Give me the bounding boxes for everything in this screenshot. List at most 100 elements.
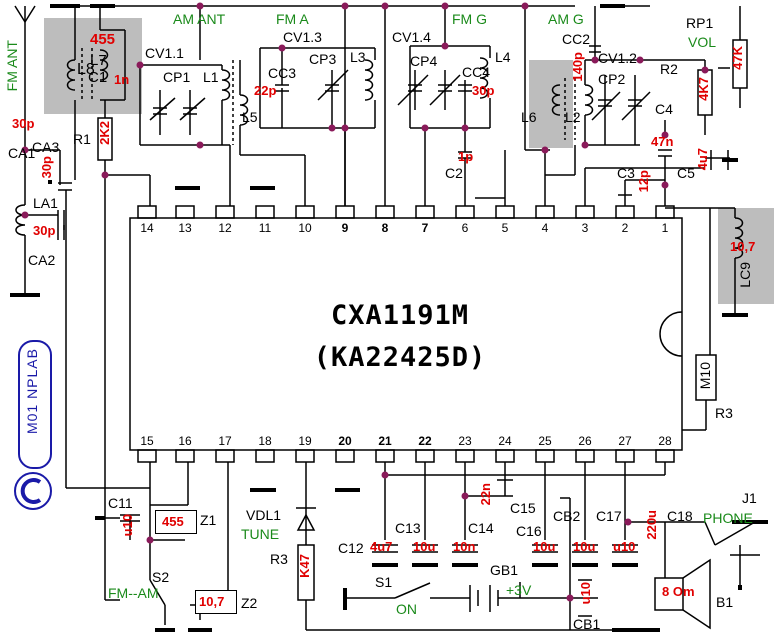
label-c18: C18 (667, 508, 693, 524)
label-vol: VOL (688, 34, 717, 50)
label-c17: C17 (596, 508, 622, 524)
pin-23: 23 (458, 434, 472, 448)
value-ca2-30p: 30p (33, 223, 56, 238)
z2-body (195, 590, 237, 614)
value-lc9-107: 10,7 (730, 239, 756, 254)
value-cb2-10u: 10u (573, 539, 596, 554)
pin-17: 17 (218, 434, 232, 448)
label-l3: L3 (350, 49, 366, 65)
value-c2-1p: 1p (458, 149, 474, 164)
value-r3-m10: M10 (697, 362, 713, 390)
label-l1: L1 (203, 69, 219, 85)
label-l5: L5 (242, 109, 258, 125)
value-c14-10n: 10n (453, 539, 476, 554)
pin-5: 5 (501, 221, 509, 235)
label-fm-ant: FM ANT (4, 40, 20, 92)
label-c15: C15 (510, 500, 536, 516)
label-cv13: CV1.3 (283, 29, 322, 45)
value-r2-4k7: 4K7 (696, 77, 711, 101)
label-r3-top: R3 (715, 405, 733, 421)
value-c17-u10: u10 (613, 539, 636, 554)
value-z2-107: 10,7 (199, 594, 225, 609)
value-c13-10u: 10u (413, 539, 436, 554)
label-c4: C4 (655, 101, 673, 117)
pin-4: 4 (541, 221, 549, 235)
label-cv14: CV1.4 (392, 29, 431, 45)
value-rp1-47k: 47K (730, 46, 745, 70)
value-c5-4u7: 4u7 (695, 148, 710, 171)
pin-10: 10 (298, 221, 312, 235)
label-r3-bottom: R3 (270, 551, 288, 567)
pin-2: 2 (621, 221, 629, 235)
value-l7-455: 455 (90, 31, 116, 48)
label-c13: C13 (395, 520, 421, 536)
pin-6: 6 (461, 221, 469, 235)
value-c16-10u: 10u (533, 539, 556, 554)
label-l2: L2 (565, 109, 581, 125)
ic-part-number: CXA1191M (330, 300, 470, 331)
label-cc2: CC2 (562, 31, 591, 47)
pin-27: 27 (618, 434, 632, 448)
value-speaker-8om: 8 Om (662, 584, 695, 599)
nplab-logo-symbol (14, 472, 52, 510)
ic-alt-part-number: (KA22425D) (313, 342, 487, 373)
label-cp2: CP2 (598, 71, 626, 87)
label-fm-a: FM A (276, 11, 309, 27)
ground-bars (10, 4, 768, 632)
pin-11: 11 (258, 221, 272, 235)
value-ca1-30p: 30p (12, 116, 35, 131)
pin-19: 19 (298, 434, 312, 448)
label-fm-g: FM G (452, 11, 487, 27)
value-z1-455: 455 (162, 514, 184, 529)
label-ca1: CA1 (8, 145, 36, 161)
pin-8: 8 (381, 221, 389, 235)
pin-22: 22 (418, 434, 432, 448)
label-l7: L7 (90, 52, 107, 69)
label-vdl1: VDL1 (246, 507, 282, 523)
label-s1: S1 (375, 574, 393, 590)
label-cc3: CC3 (268, 65, 297, 81)
l6-shield (529, 60, 573, 148)
label-la1: LA1 (33, 195, 58, 211)
label-c1: C1 (88, 69, 108, 86)
label-fm-am: FM--AM (108, 585, 159, 601)
label-l4: L4 (495, 49, 511, 65)
label-rp1: RP1 (686, 15, 714, 31)
label-l8: L8 (77, 61, 95, 78)
label-cb1: CB1 (573, 616, 601, 632)
lc9-shield (718, 208, 774, 304)
value-cc3-22p: 22p (254, 83, 277, 98)
label-c3: C3 (617, 165, 635, 181)
pin-26: 26 (578, 434, 592, 448)
value-cc2-140p: 140p (570, 52, 585, 82)
label-cv11: CV1.1 (145, 45, 184, 61)
value-ca3-30p: 30p (39, 156, 54, 179)
pin-28: 28 (658, 434, 672, 448)
wires (12, 5, 760, 631)
label-z2: Z2 (241, 595, 258, 611)
pin-7: 7 (421, 221, 429, 235)
top-pin-stubs (137, 205, 675, 219)
value-c18-220u: 220u (644, 510, 659, 540)
pin-13: 13 (178, 221, 192, 235)
label-am-ant: AM ANT (173, 11, 226, 27)
value-r3-k47: K47 (297, 554, 312, 578)
value-r1-2k2: 2K2 (97, 121, 112, 145)
value-c1-1n: 1n (114, 72, 130, 87)
value-c11-u10: u10 (120, 514, 135, 537)
ic-notch (659, 311, 683, 357)
pin-12: 12 (218, 221, 232, 235)
bottom-pin-stubs (137, 449, 675, 463)
nplab-logo-text: M01 NPLAB (24, 348, 40, 435)
label-z1: Z1 (200, 512, 217, 528)
label-ca3: CA3 (32, 139, 60, 155)
z1-body (155, 510, 197, 534)
value-cb1-u10: u10 (578, 582, 593, 605)
pin-20: 20 (338, 434, 352, 448)
label-cc4: CC4 (462, 64, 491, 80)
label-lc9: LC9 (737, 262, 753, 288)
label-l6: L6 (521, 109, 537, 125)
junction-nodes (21, 2, 709, 602)
pin-1: 1 (661, 221, 669, 235)
label-r2: R2 (660, 61, 678, 77)
